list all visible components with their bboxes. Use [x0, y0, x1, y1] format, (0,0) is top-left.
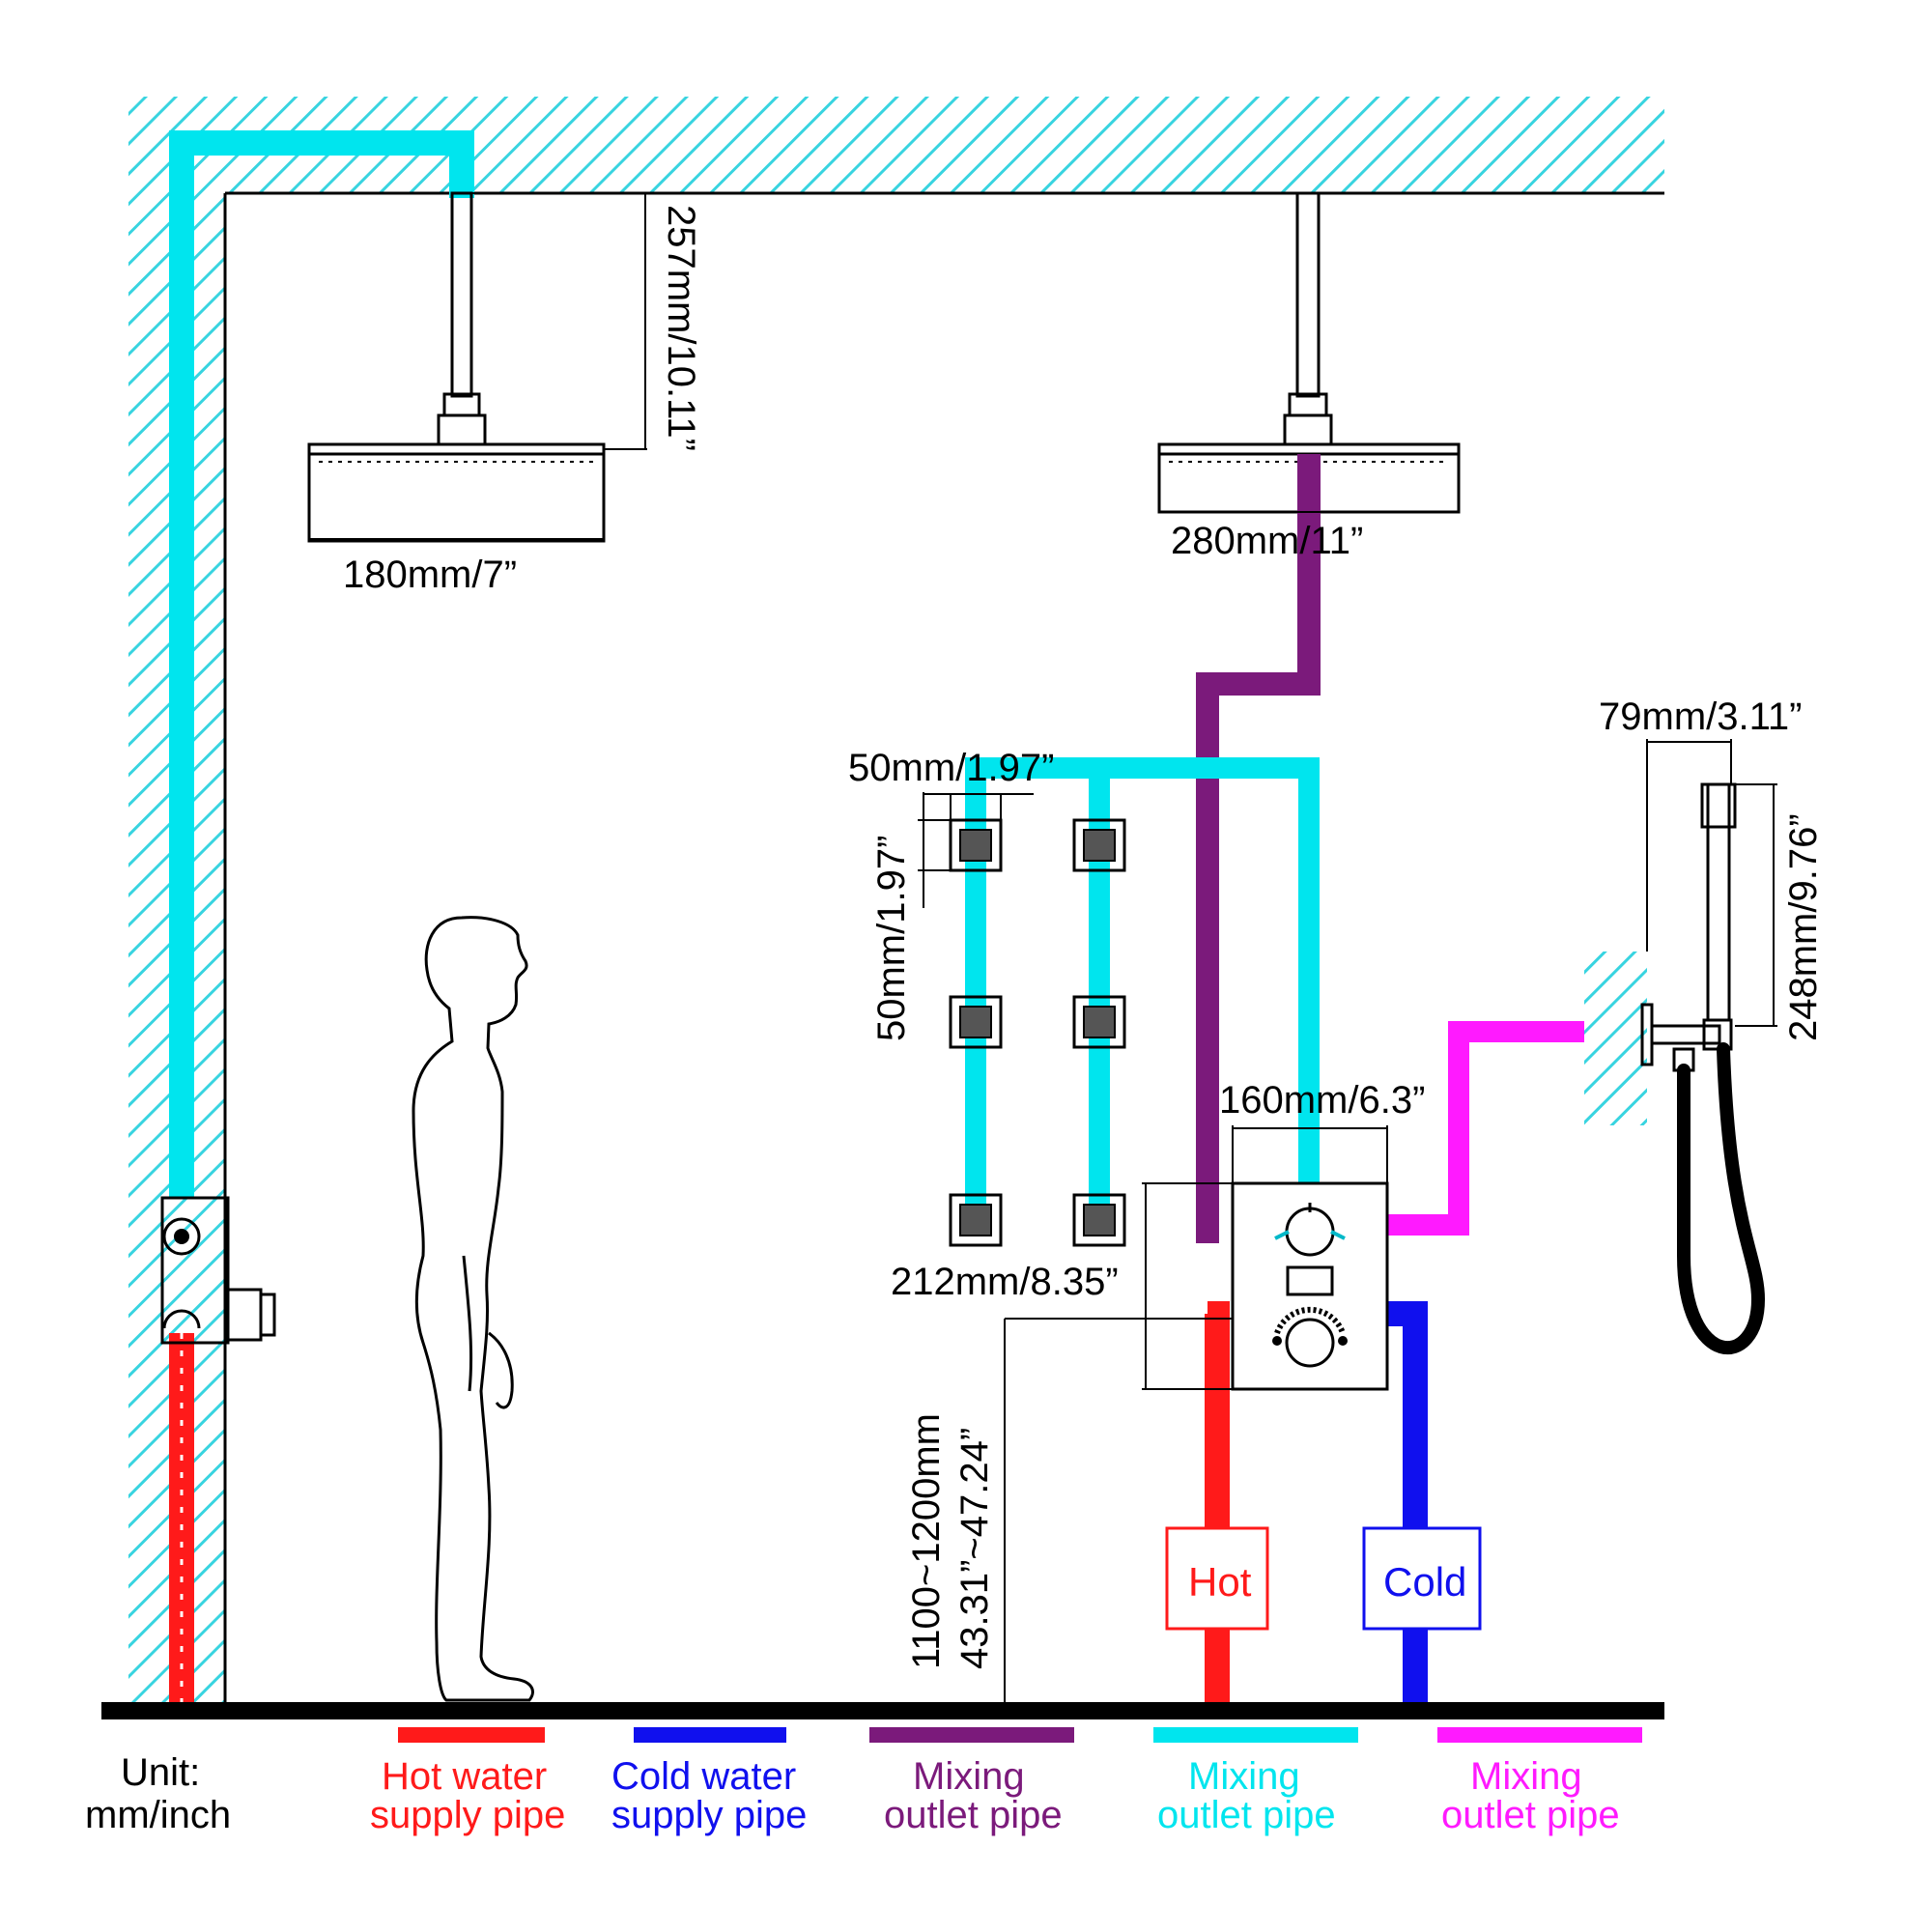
legend-item-hot-supply: Hot water supply pipe	[370, 1727, 565, 1836]
dim-valve-mount-height: 1100~1200mm 43.31”~47.24”	[905, 1318, 1233, 1705]
svg-text:Mixing: Mixing	[913, 1755, 1025, 1798]
body-jets	[949, 818, 1126, 1247]
rain-shower-head-large	[1157, 191, 1461, 517]
valve-display	[1286, 1265, 1334, 1296]
hot-tag-label: Hot	[1188, 1559, 1252, 1605]
dim-valve-width: 160mm/6.3”	[1219, 1079, 1425, 1183]
label-rain-large-width: 280mm/11”	[1171, 520, 1363, 562]
dim-rain-small-width: 180mm/7”	[309, 538, 604, 596]
cold-supply-pipe-valve	[1386, 1301, 1428, 1705]
hot-tag: Hot	[1165, 1526, 1269, 1631]
legend-item-cyan-outlet: Mixing outlet pipe	[1153, 1727, 1358, 1836]
svg-text:outlet pipe: outlet pipe	[1441, 1794, 1620, 1836]
svg-text:supply pipe: supply pipe	[611, 1794, 807, 1836]
legend-item-magenta-outlet: Mixing outlet pipe	[1437, 1727, 1642, 1836]
dim-valve-height: 212mm/8.35”	[891, 1182, 1233, 1390]
body-jet	[949, 818, 1003, 872]
label-jet-width: 50mm/1.97”	[848, 747, 1054, 789]
wall-valve	[160, 1196, 276, 1345]
label-valve-mount-height-mm: 1100~1200mm	[905, 1413, 948, 1669]
legend-item-cold-supply: Cold water supply pipe	[611, 1727, 807, 1836]
svg-text:Cold water: Cold water	[611, 1755, 796, 1798]
body-jet	[1072, 1193, 1126, 1247]
svg-text:outlet pipe: outlet pipe	[1157, 1794, 1336, 1836]
body-jet	[949, 995, 1003, 1049]
label-valve-width: 160mm/6.3”	[1219, 1079, 1425, 1122]
cyan-outlet-pipe-jets	[965, 757, 1320, 1206]
label-hand-holder-width: 79mm/3.11”	[1599, 696, 1802, 738]
svg-text:Mixing: Mixing	[1470, 1755, 1582, 1798]
label-arm-drop: 257mm/10.11”	[660, 205, 702, 451]
pipes	[169, 130, 1647, 1705]
diverter-knob	[1285, 1207, 1335, 1257]
dim-hand-holder-width: 79mm/3.11”	[1599, 696, 1802, 952]
label-valve-height: 212mm/8.35”	[891, 1261, 1119, 1303]
hose-icon	[1677, 1042, 1766, 1354]
thermostatic-valve	[1231, 1181, 1389, 1391]
label-jet-height: 50mm/1.97”	[870, 836, 913, 1041]
dim-arm-drop: 257mm/10.11”	[471, 192, 702, 451]
temperature-knob	[1285, 1318, 1335, 1368]
label-hand-shower-length: 248mm/9.76”	[1782, 813, 1825, 1041]
dim-jet-width: 50mm/1.97”	[848, 747, 1054, 820]
unit-value: mm/inch	[85, 1794, 231, 1836]
legend: Hot water supply pipe Cold water supply …	[370, 1727, 1642, 1836]
svg-text:Mixing: Mixing	[1188, 1755, 1300, 1798]
cyan-outlet-pipe-rainhead-left	[169, 130, 474, 1198]
cold-tag-label: Cold	[1383, 1559, 1466, 1605]
unit-label: Unit:	[121, 1751, 200, 1794]
hand-shower	[1584, 782, 1766, 1354]
body-jet	[1072, 995, 1126, 1049]
label-rain-small-width: 180mm/7”	[343, 554, 517, 596]
dim-jet-height: 50mm/1.97”	[870, 792, 951, 1041]
dim-hand-shower-length: 248mm/9.76”	[1735, 783, 1825, 1041]
hand-shower-wall-block	[1584, 952, 1647, 1125]
rain-shower-head-small	[307, 191, 606, 543]
body-jet	[1072, 818, 1126, 872]
body-jet	[949, 1193, 1003, 1247]
person-silhouette-icon	[412, 916, 534, 1702]
floor-line	[101, 1702, 1664, 1719]
svg-text:outlet pipe: outlet pipe	[884, 1794, 1063, 1836]
cold-tag: Cold	[1362, 1526, 1482, 1631]
label-valve-mount-height-in: 43.31”~47.24”	[953, 1428, 996, 1669]
magenta-outlet-pipe	[1386, 1021, 1647, 1236]
legend-item-purple-outlet: Mixing outlet pipe	[869, 1727, 1074, 1836]
purple-outlet-pipe	[1196, 454, 1321, 1243]
dim-rain-large-width: 280mm/11”	[1159, 511, 1459, 562]
svg-text:Hot water: Hot water	[382, 1755, 547, 1798]
hot-supply-pipe-valve	[1205, 1301, 1230, 1705]
svg-text:supply pipe: supply pipe	[370, 1794, 565, 1836]
